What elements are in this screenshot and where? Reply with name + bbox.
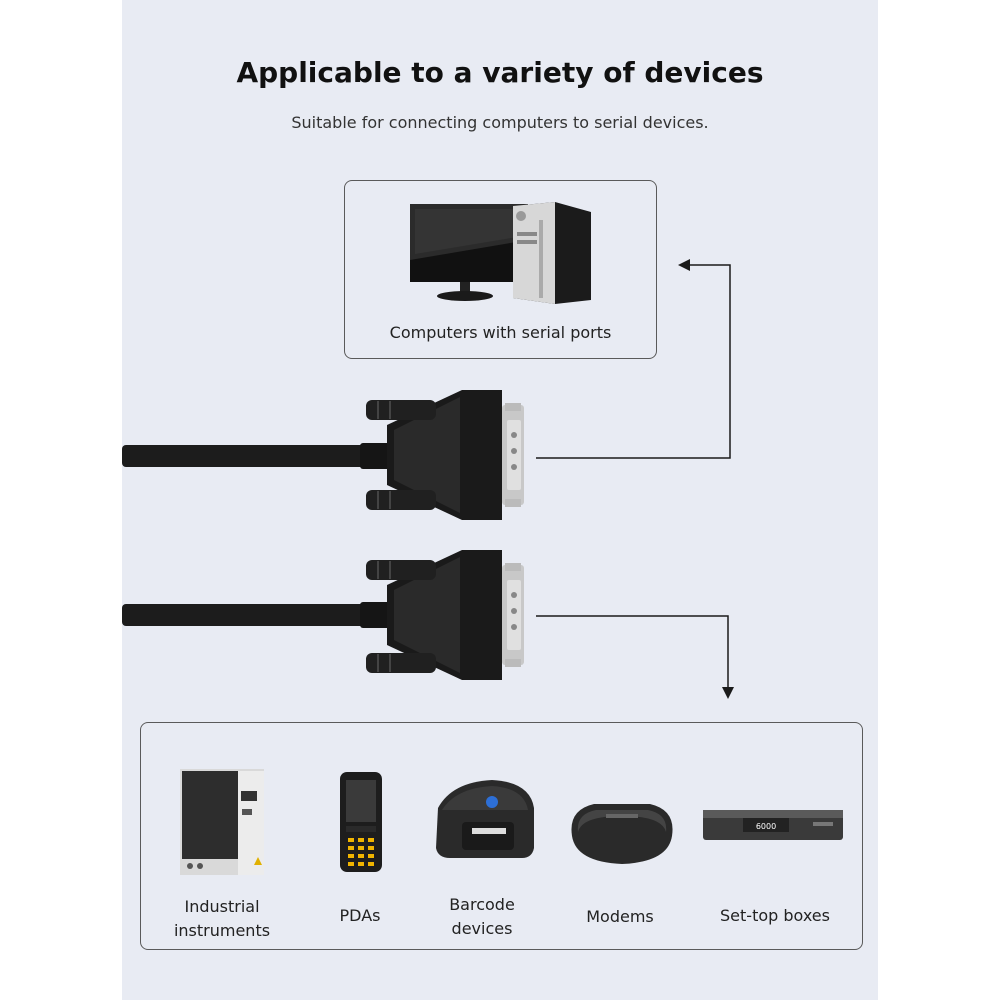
- device-label-industrial: Industrial instruments: [173, 897, 271, 940]
- device-label-set-top: Set-top boxes: [720, 906, 830, 925]
- devices-box: [140, 722, 863, 950]
- page-title: Applicable to a variety of devices: [236, 56, 764, 89]
- pda-icon: [340, 772, 382, 872]
- industrial-instrument-icon: [180, 769, 264, 875]
- modem-icon: [571, 804, 673, 864]
- set-top-box-icon: 6000: [703, 810, 843, 840]
- desktop-computer-icon: [410, 202, 591, 304]
- device-label-pdas: PDAs: [339, 906, 381, 925]
- set-top-box-display: 6000: [756, 822, 776, 831]
- device-label-barcode: Barcode devices: [449, 895, 515, 938]
- barcode-printer-icon: [436, 780, 534, 858]
- page-subtitle: Suitable for connecting computers to ser…: [291, 113, 709, 132]
- computer-label: Computers with serial ports: [389, 323, 612, 342]
- db9-connector-upper: [122, 390, 524, 520]
- db9-connector-lower: [122, 550, 524, 680]
- computer-box: [344, 180, 657, 359]
- device-label-modems: Modems: [586, 907, 654, 926]
